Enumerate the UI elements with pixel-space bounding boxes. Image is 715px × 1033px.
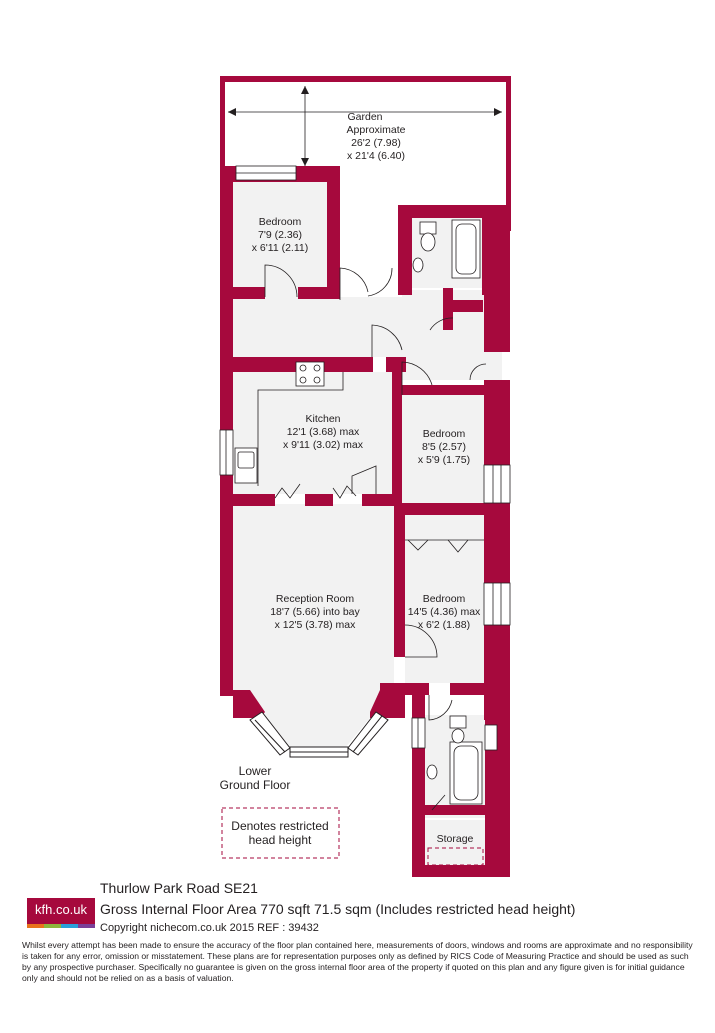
fixtures (234, 219, 483, 811)
address: Thurlow Park Road SE21 (100, 880, 258, 896)
bedroom1-dim-1: 7'9 (2.36) (258, 229, 302, 241)
reception-dim-2: x 12'5 (3.78) max (275, 619, 357, 631)
bay-window (249, 711, 389, 758)
kitchen-dim-2: x 9'11 (3.02) max (283, 439, 364, 451)
legend-line1: Denotes restricted (231, 819, 328, 833)
legend-line2: head height (249, 833, 312, 847)
disclaimer: Whilst every attempt has been made to en… (22, 940, 693, 983)
hob-icon (295, 361, 325, 387)
bedroom1-dim-2: x 6'11 (2.11) (252, 242, 308, 254)
floor-label-line1: Lower (239, 764, 272, 778)
bedroom2-dim-2: x 5'9 (1.75) (418, 454, 470, 466)
copyright: Copyright nichecom.co.uk 2015 REF : 3943… (100, 922, 319, 934)
legend-box (221, 807, 340, 859)
bedroom3-dim-2: x 6'2 (1.88) (418, 619, 470, 631)
sink-icon-2 (426, 764, 438, 780)
bedroom2-dim-1: 8'5 (2.57) (422, 441, 466, 453)
toilet-icon (419, 221, 437, 235)
reception-label: Reception Room (276, 593, 354, 605)
doors (264, 264, 487, 721)
bedroom3-dim-1: 14'5 (4.36) max (408, 606, 481, 618)
toilet-icon-2 (449, 715, 467, 729)
garden-label: Garden (347, 111, 382, 123)
garden-area: Garden Approximate 26'2 (7.98) x 21'4 (6… (220, 76, 511, 231)
logo-bar-purple (78, 924, 95, 928)
kitchen-label: Kitchen (305, 413, 340, 425)
room-labels: Bedroom 7'9 (2.36) x 6'11 (2.11) Kitchen… (252, 216, 481, 845)
reception-dim-1: 18'7 (5.66) into bay (270, 606, 360, 618)
logo-bar-orange (27, 924, 44, 928)
storage-label: Storage (437, 833, 474, 845)
kitchen-dim-1: 12'1 (3.68) max (287, 426, 360, 438)
restricted-area (427, 847, 484, 866)
garden-dim-2: x 21'4 (6.40) (347, 150, 405, 162)
garden-label-2: Approximate (347, 124, 406, 136)
bedroom2-label: Bedroom (423, 428, 466, 440)
bedroom3-label: Bedroom (423, 593, 466, 605)
windows (219, 165, 511, 751)
garden-dim-1: 26'2 (7.98) (351, 137, 401, 149)
floor-fill (232, 182, 502, 865)
logo-text: kfh.co.uk (34, 902, 88, 917)
floor-plan: Garden Approximate 26'2 (7.98) x 21'4 (6… (219, 76, 511, 877)
bedroom1-label: Bedroom (259, 216, 302, 228)
logo-bar-blue (61, 924, 78, 928)
kfh-logo: kfh.co.uk (27, 898, 95, 928)
floor-label-line2: Ground Floor (220, 778, 291, 792)
logo-bar-green (44, 924, 61, 928)
sink-icon (412, 257, 424, 273)
floor-area: Gross Internal Floor Area 770 sqft 71.5 … (100, 901, 576, 917)
